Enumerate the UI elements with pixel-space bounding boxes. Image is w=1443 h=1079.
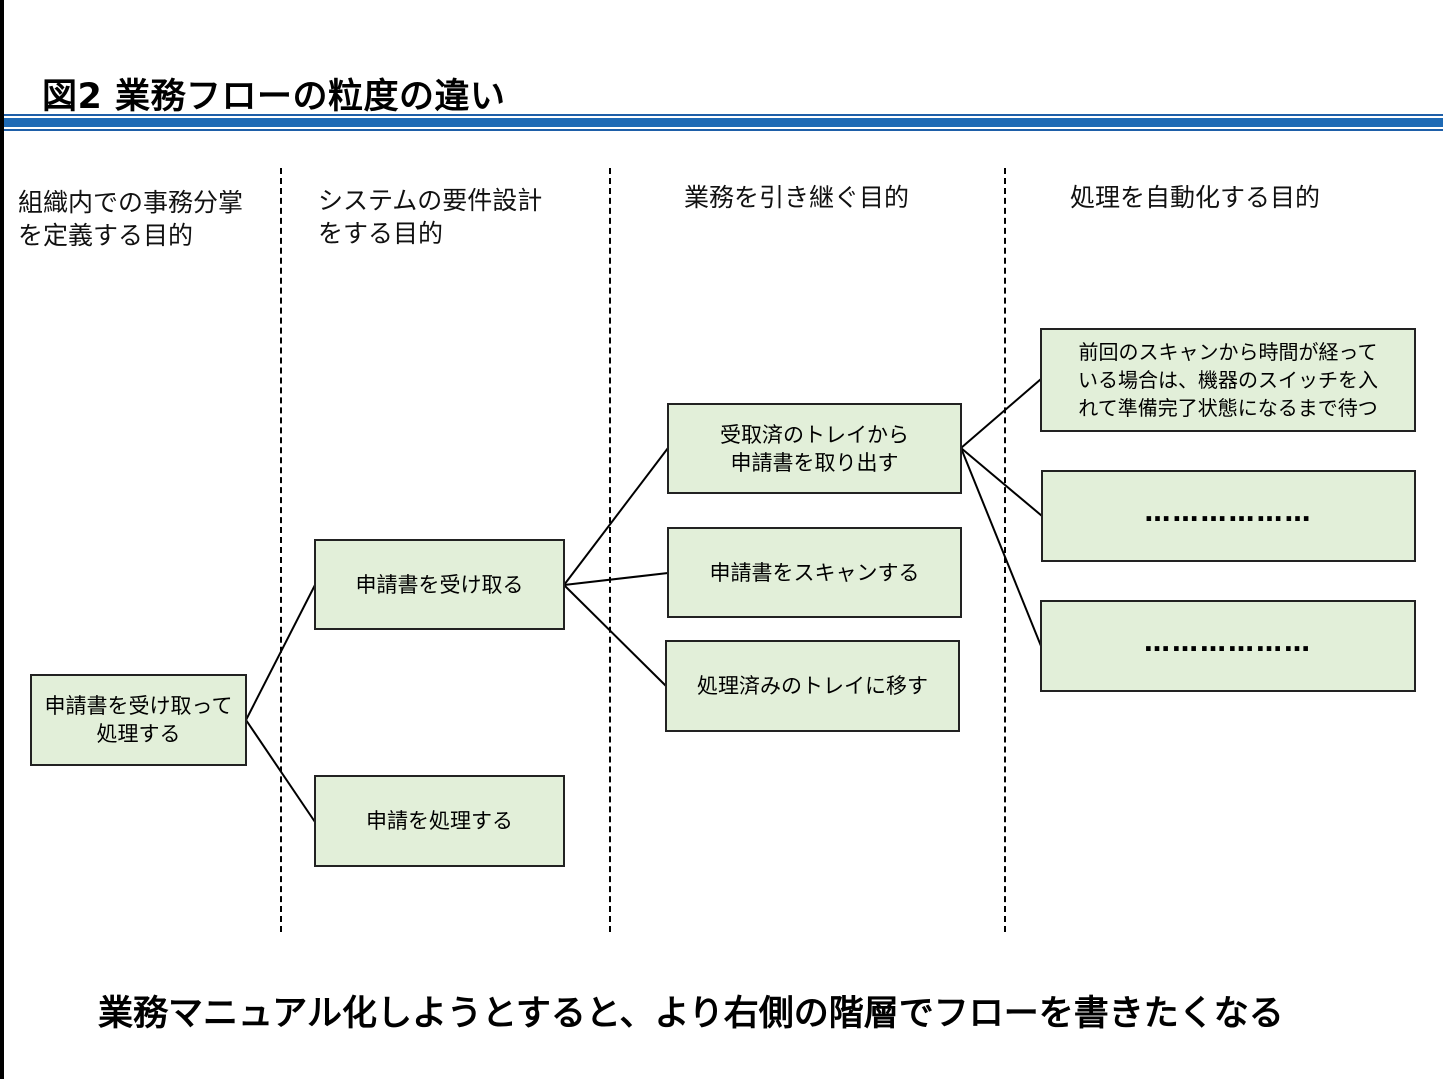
column-divider-1 xyxy=(280,168,282,932)
connector-takeout-to-dots1 xyxy=(960,447,1043,517)
footer-caption: 業務マニュアル化しようとすると、より右側の階層でフローを書きたくなる xyxy=(98,994,1284,1034)
box-ellipsis-2: ……………… xyxy=(1040,600,1416,692)
connector-receive-to-move xyxy=(563,584,667,687)
box-ellipsis-1: ……………… xyxy=(1041,470,1416,562)
box-scan-application: 申請書をスキャンする xyxy=(667,527,962,618)
column-header-organization: 組織内での事務分掌 を定義する目的 xyxy=(18,188,244,250)
box-take-out-from-tray: 受取済のトレイから 申請書を取り出す xyxy=(667,403,962,494)
title-underline-top xyxy=(4,114,1443,116)
connector-takeout-to-dots2 xyxy=(960,447,1042,647)
box-wait-for-scanner-ready: 前回のスキャンから時間が経って いる場合は、機器のスイッチを入 れて準備完了状態… xyxy=(1040,328,1416,432)
connector-receive-to-takeout xyxy=(563,447,669,586)
box-move-to-processed-tray: 処理済みのトレイに移す xyxy=(665,640,960,732)
column-divider-3 xyxy=(1004,168,1006,932)
connector-receive-to-scan xyxy=(563,572,669,586)
connector-l1-to-process xyxy=(245,719,316,823)
column-header-automation: 処理を自動化する目的 xyxy=(1070,183,1321,212)
column-header-handover: 業務を引き継ぐ目的 xyxy=(684,183,910,212)
connector-l1-to-receive xyxy=(245,584,316,721)
box-receive-application: 申請書を受け取る xyxy=(314,539,565,630)
column-divider-2 xyxy=(609,168,611,932)
connector-takeout-to-wait xyxy=(960,378,1042,449)
left-edge-line xyxy=(0,0,4,1079)
box-process-application: 申請を処理する xyxy=(314,775,565,867)
figure-title: 図2 業務フローの粒度の違い xyxy=(42,77,506,117)
box-receive-and-process: 申請書を受け取って 処理する xyxy=(30,674,247,766)
column-header-system: システムの要件設計 をする目的 xyxy=(318,186,543,248)
title-underline-band xyxy=(4,118,1443,127)
title-underline-bottom xyxy=(4,129,1443,131)
